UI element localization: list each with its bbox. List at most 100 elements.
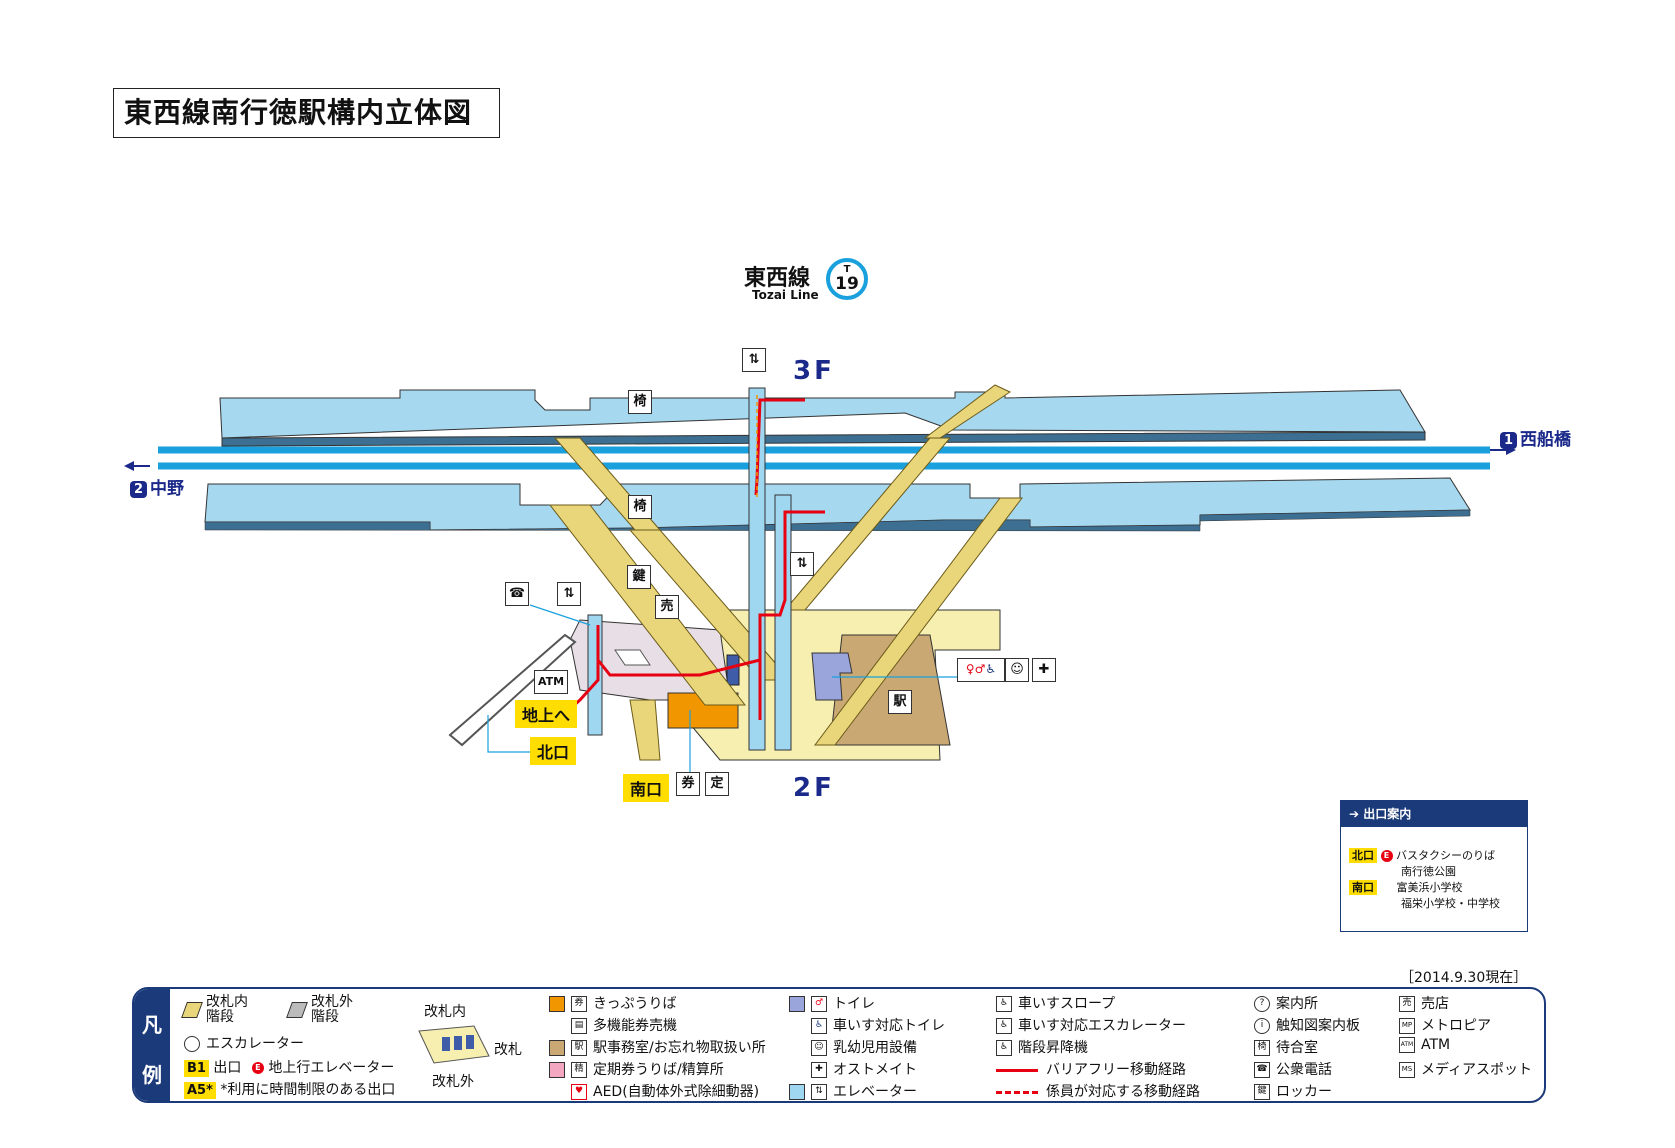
stairs-d bbox=[783, 437, 952, 611]
barrier-free-route-line-icon bbox=[996, 1068, 1038, 1072]
ticket-machines bbox=[726, 654, 740, 686]
ground-elevator-icon: E bbox=[1380, 850, 1393, 862]
waiting-room-icon: 椅 bbox=[628, 390, 652, 414]
legend-col2-item-4: 定期券うりば/精算所 bbox=[593, 1062, 724, 1078]
as-of-date: ［2014.9.30現在］ bbox=[1400, 970, 1528, 986]
floor-label-3f: 3F bbox=[793, 356, 835, 386]
legend-exit-label: 出口 bbox=[213, 1060, 242, 1076]
fare-adjustment-icon: 精 bbox=[571, 1062, 587, 1078]
legend-ticket-office: 券きっぷうりば bbox=[549, 993, 676, 1013]
floor-label-2f: 2F bbox=[793, 773, 835, 803]
stairs-in-icon bbox=[181, 1002, 203, 1018]
waiting-room-icon-2: 椅 bbox=[628, 495, 652, 519]
toilet-sign-icon: ♂ bbox=[811, 996, 827, 1012]
legend-kiosk: 売売店 bbox=[1399, 993, 1449, 1013]
legend-panel: 凡 例 改札内階段 改札外階段 エスカレーター B1 出口 E 地上行エレベータ… bbox=[132, 987, 1546, 1103]
legend-aed: ♥AED(自動体外式除細動器) bbox=[571, 1081, 759, 1101]
page-title: 東西線南行徳駅構内立体図 bbox=[113, 88, 500, 138]
line-badge-number: 19 bbox=[835, 274, 859, 294]
stairs-f bbox=[923, 384, 1012, 439]
legend-accessible-toilet: ♿車いす対応トイレ bbox=[811, 1015, 945, 1035]
multi-ticket-machine-icon: ▤ bbox=[571, 1018, 587, 1034]
legend-information: ?案内所 bbox=[1254, 993, 1318, 1013]
escalator-icon bbox=[184, 1036, 200, 1052]
exit-guide-north-place-1: バスタクシーのりば bbox=[1396, 849, 1495, 862]
barrier-free-route-lower bbox=[758, 510, 825, 720]
ostomate-icon: ✚ bbox=[1032, 658, 1056, 682]
legend-elevator: ⇅エレベーター bbox=[789, 1081, 917, 1101]
legend-metropia: MP メトロピア bbox=[1399, 1015, 1491, 1035]
legend-exit: B1 出口 E 地上行エレベーター bbox=[184, 1057, 394, 1077]
legend-escalator: エスカレーター bbox=[184, 1033, 304, 1053]
exit-guide-north-tag: 北口 bbox=[1349, 848, 1377, 863]
legend-col6-item-2: メトロピア bbox=[1421, 1018, 1491, 1034]
elevator-icon-2: ⇅ bbox=[790, 552, 814, 576]
elevator-icon: ⇅ bbox=[742, 348, 766, 372]
legend-escalator-label: エスカレーター bbox=[206, 1036, 304, 1052]
legend-side-label-1: 凡 bbox=[142, 1013, 162, 1037]
toilet-icon: ♀♂♿ bbox=[957, 658, 1005, 682]
legend-col2-item-3: 駅事務室/お忘れ物取扱い所 bbox=[593, 1040, 766, 1056]
metropia-icon: MP bbox=[1399, 1018, 1415, 1034]
commuter-pass-icon: 定 bbox=[705, 772, 729, 796]
platform-number-1: 1 bbox=[1500, 431, 1517, 449]
exit-guide-panel: ➔ 出口案内 北口 E バスタクシーのりば 南行徳公園 南口 富美浜小学校 福栄… bbox=[1340, 800, 1528, 932]
legend-staff-route: 係員が対応する移動経路 bbox=[996, 1081, 1200, 1101]
commuter-pass-legend-icon bbox=[549, 1062, 565, 1078]
exit-guide-south-place-2: 福栄小学校・中学校 bbox=[1401, 897, 1500, 910]
legend-side-label-2: 例 bbox=[142, 1063, 162, 1087]
line-badge-letter: T bbox=[843, 264, 851, 275]
legend-commuter-pass: 精定期券うりば/精算所 bbox=[549, 1059, 724, 1079]
baby-care-icon: ☺ bbox=[1005, 658, 1029, 682]
exit-north-tag: 北口 bbox=[530, 737, 577, 765]
tactile-map-icon: i bbox=[1254, 1018, 1270, 1034]
legend-col5-item-4: 公衆電話 bbox=[1276, 1062, 1332, 1078]
direction-label-2: 中野 bbox=[150, 479, 184, 499]
wheelchair-escalator-icon: ♿ bbox=[996, 1018, 1012, 1034]
stairs-a bbox=[548, 504, 747, 706]
atm-icon: ATM bbox=[534, 670, 568, 694]
legend-station-office: 駅駅事務室/お忘れ物取扱い所 bbox=[549, 1037, 766, 1057]
exit-guide-header: ➔ 出口案内 bbox=[1341, 801, 1527, 827]
legend-col2-item-1: きっぷうりば bbox=[593, 996, 677, 1012]
legend-ostomate: ✚オストメイト bbox=[811, 1059, 917, 1079]
ticket-office-icon: 券 bbox=[676, 772, 700, 796]
phone-legend-icon: ☎ bbox=[1254, 1062, 1270, 1078]
legend-col2-item-2: 多機能券売機 bbox=[593, 1018, 677, 1034]
legend-wheelchair-escalator: ♿車いす対応エスカレーター bbox=[996, 1015, 1186, 1035]
legend-col4-item-3: 階段昇降機 bbox=[1018, 1040, 1088, 1056]
legend-side-bar: 凡 例 bbox=[134, 989, 170, 1101]
legend-col6-item-1: 売店 bbox=[1421, 996, 1449, 1012]
aed-icon: ♥ bbox=[571, 1084, 587, 1100]
legend-stairs-in: 改札内階段 bbox=[181, 994, 248, 1025]
stair-lift-icon: ♿ bbox=[996, 1040, 1012, 1056]
legend-stairs-in-line1: 改札内 bbox=[206, 994, 248, 1010]
information-icon: ? bbox=[1254, 996, 1270, 1012]
legend-col5-item-3: 待合室 bbox=[1276, 1040, 1318, 1056]
legend-stairs-out-line2: 階段 bbox=[311, 1009, 339, 1025]
platform-number-2: 2 bbox=[130, 480, 147, 498]
legend-col6-item-3: ATM bbox=[1421, 1037, 1451, 1053]
wheelchair-slope-icon: ♿ bbox=[996, 996, 1012, 1012]
elevator-sign-icon: ⇅ bbox=[811, 1084, 827, 1100]
wheelchair-toilet-icon: ♿ bbox=[985, 662, 997, 676]
exit-south-tag: 南口 bbox=[623, 774, 670, 802]
legend-col5-item-5: ロッカー bbox=[1276, 1084, 1332, 1100]
locker-legend-icon: 鍵 bbox=[1254, 1084, 1270, 1100]
platform-1 bbox=[219, 389, 1426, 439]
baby-care-legend-icon: ☺ bbox=[811, 1040, 827, 1056]
accessible-toilet-icon: ♿ bbox=[811, 1018, 827, 1034]
phone-icon: ☎ bbox=[505, 582, 529, 606]
legend-col5-item-2: 触知図案内板 bbox=[1276, 1018, 1360, 1034]
legend-wheelchair-slope: ♿車いすスロープ bbox=[996, 993, 1115, 1013]
exit-guide-south-tag: 南口 bbox=[1349, 880, 1377, 895]
stairs-out-icon bbox=[286, 1002, 308, 1018]
elevator-legend-icon bbox=[789, 1084, 805, 1100]
direction-arrowhead-left bbox=[124, 461, 134, 471]
legend-stairs-out-line1: 改札外 bbox=[311, 994, 353, 1010]
legend-toilet: ♂トイレ bbox=[789, 993, 875, 1013]
line-name: 東西線 bbox=[744, 266, 811, 291]
